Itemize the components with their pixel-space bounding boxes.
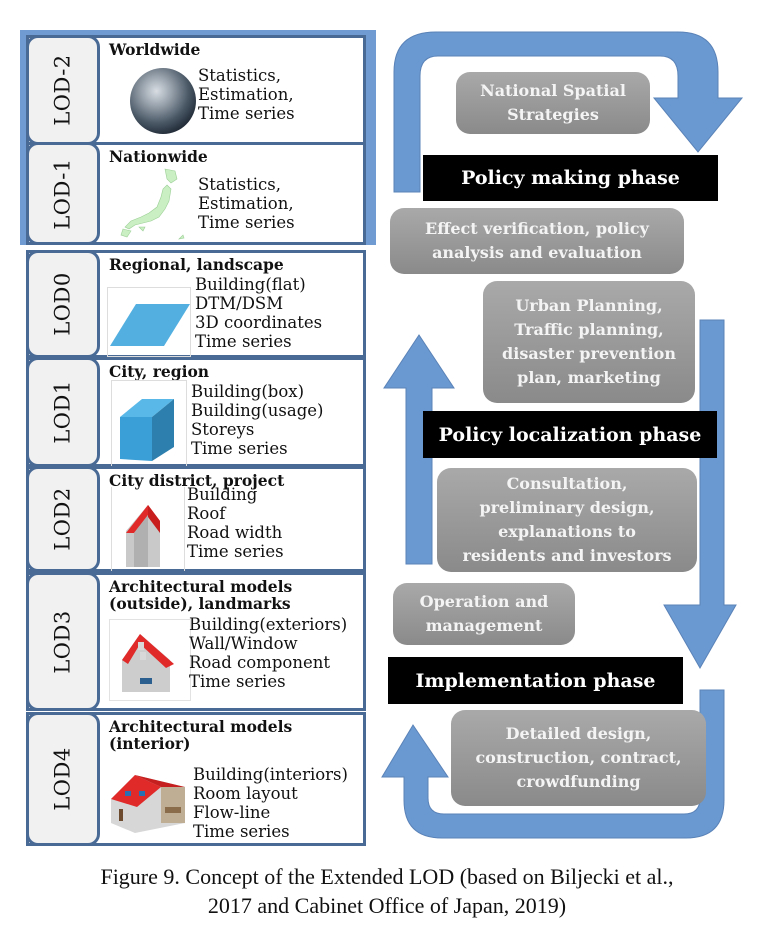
top-uturn-arrow: [393, 31, 744, 193]
lod-scope-title: Worldwide: [109, 40, 201, 59]
lod-attributes: Building(box) Building(usage) Storeys Ti…: [191, 382, 324, 458]
right-down-arrow: [663, 319, 737, 670]
lod-scope-title: City district, project: [109, 471, 285, 490]
activity-consultation: Consultation, preliminary design, explan…: [437, 468, 697, 572]
lod-scope-title: Nationwide: [109, 147, 208, 166]
lod-tab: LOD0: [26, 250, 100, 358]
lod-attributes: Building Roof Road width Time series: [187, 485, 284, 561]
lod-row-lod3: LOD3 Architectural models (outside), lan…: [26, 572, 366, 711]
lod-attributes: Statistics, Estimation, Time series: [198, 175, 295, 232]
roofed-building-icon: [111, 487, 185, 571]
lod-scope-title: Architectural models (outside), landmark…: [109, 577, 293, 613]
lod-row-lod2: LOD2 City district, project Building Roo…: [26, 466, 366, 572]
globe-icon: [130, 68, 196, 134]
lod-tab: LOD4: [26, 712, 100, 846]
lod-row-lod0: LOD0 Regional, landscape Building(flat) …: [26, 250, 366, 358]
lod-scope-title: Regional, landscape: [109, 255, 284, 274]
flat-plane-icon: [107, 287, 191, 357]
lod-row-lod-minus-1: LOD-1 Nationwide Statistics, Estimation,…: [26, 142, 366, 245]
box-building-icon: [111, 380, 187, 468]
caption-line-2: 2017 and Cabinet Office of Japan, 2019): [207, 893, 567, 918]
figure-caption: Figure 9. Concept of the Extended LOD (b…: [0, 862, 774, 920]
lod-scope-title: Architectural models (interior): [109, 717, 293, 753]
lod-row-lod1: LOD1 City, region Building(box) Building…: [26, 357, 366, 468]
lod-tab: LOD1: [26, 357, 100, 467]
japan-map-icon: [120, 168, 185, 240]
lod-attributes: Building(interiors) Room layout Flow-lin…: [193, 765, 348, 841]
phase-policy-making: Policy making phase: [423, 155, 718, 201]
lod-tab: LOD3: [26, 572, 100, 711]
phase-policy-localization: Policy localization phase: [423, 411, 717, 458]
lod-attributes: Building(exteriors) Wall/Window Road com…: [189, 615, 348, 691]
lod-row-lod4: LOD4 Architectural models (interior) Bui…: [26, 712, 366, 846]
lod-attributes: Statistics, Estimation, Time series: [198, 66, 295, 123]
activity-urban-planning: Urban Planning, Traffic planning, disast…: [483, 281, 695, 403]
house-interior-icon: [111, 775, 185, 833]
caption-line-1: Figure 9. Concept of the Extended LOD (b…: [100, 864, 674, 889]
phase-implementation: Implementation phase: [388, 657, 683, 704]
bottom-uturn-arrow: [381, 689, 725, 839]
detailed-house-icon: [109, 619, 191, 701]
activity-detailed-design: Detailed design, construction, contract,…: [451, 710, 706, 806]
lod-tab: LOD-1: [26, 142, 100, 245]
lod-tab: LOD2: [26, 466, 100, 572]
lod-attributes: Building(flat) DTM/DSM 3D coordinates Ti…: [195, 275, 323, 351]
left-up-arrow: [383, 334, 455, 565]
lod-scope-title: City, region: [109, 362, 210, 381]
